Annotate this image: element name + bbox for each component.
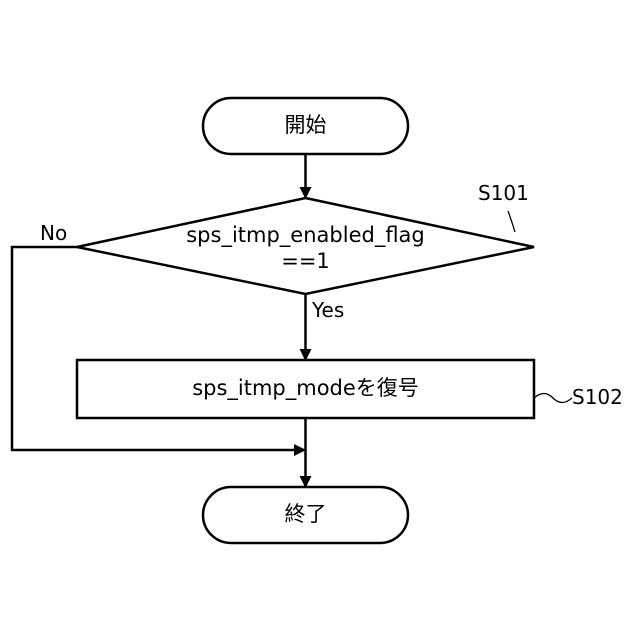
process-node-label: sps_itmp_modeを復号 — [192, 376, 419, 401]
leader-line-s102 — [534, 394, 572, 403]
start-node-label: 開始 — [285, 113, 327, 137]
start-node: 開始 — [203, 98, 408, 154]
process-node: sps_itmp_modeを復号 — [77, 360, 534, 418]
leader-line-s101 — [508, 211, 515, 232]
end-node-label: 終了 — [285, 502, 327, 526]
step-id-s102: S102 — [572, 385, 623, 409]
decision-condition-line1: sps_itmp_enabled_flag — [186, 223, 425, 248]
end-node: 終了 — [203, 487, 408, 543]
step-id-s101: S101 — [478, 181, 529, 205]
decision-node: sps_itmp_enabled_flag ==1 — [77, 198, 534, 294]
yes-branch-label: Yes — [311, 298, 344, 322]
decision-condition-line2: ==1 — [281, 249, 330, 273]
no-branch-label: No — [40, 221, 67, 245]
